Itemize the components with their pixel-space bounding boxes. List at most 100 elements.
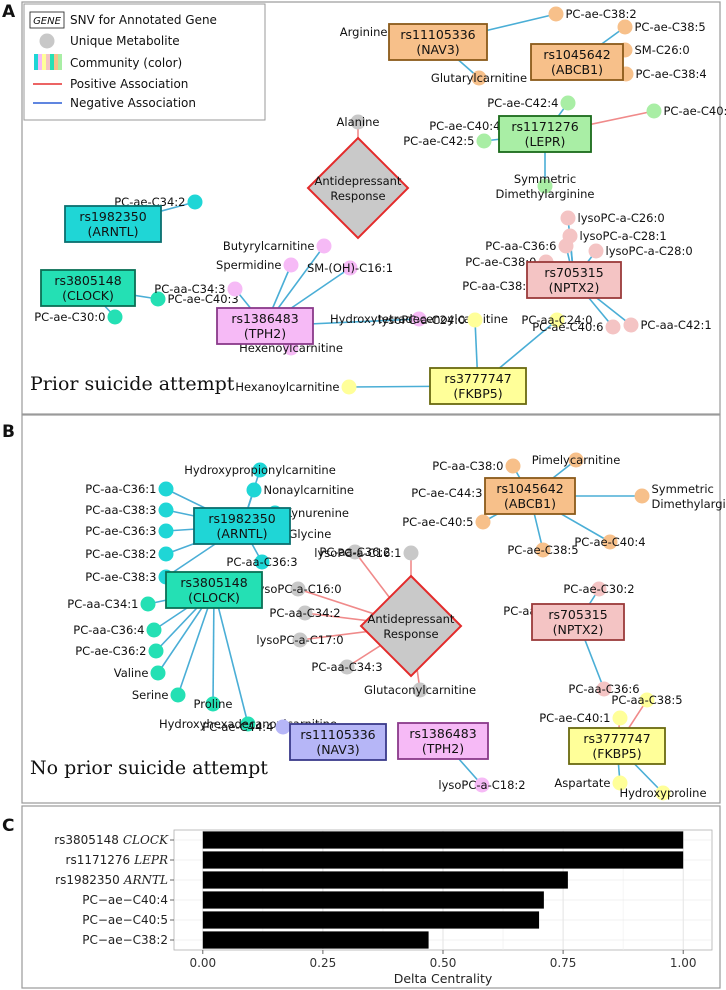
panel-a-caption: Prior suicide attempt xyxy=(30,373,235,395)
bar-4 xyxy=(202,911,540,929)
gene-node-abcb1: rs1045642(ABCB1) xyxy=(530,43,624,81)
metabolite-a2-label: PC-ae-C38:2 xyxy=(566,7,637,21)
metabolite-a25: lysoPC-a-C26:0 xyxy=(560,210,665,226)
gene-node-nav3-gene: (NAV3) xyxy=(416,42,459,57)
panel-b-caption: No prior suicide attempt xyxy=(30,757,268,779)
metabolite-b18: PC-aa-C36:2 xyxy=(319,544,391,560)
metabolite-b28-dot xyxy=(634,488,650,504)
gene-node-abcb1: rs1045642(ABCB1) xyxy=(484,477,576,515)
x-tick-label-4: 1.00 xyxy=(670,956,697,970)
metabolite-b27-label: PC-ae-C44:3 xyxy=(411,486,482,500)
antidepressant-response-line2: Response xyxy=(383,627,438,641)
metabolite-a16-label: Butyrylcarnitine xyxy=(223,239,315,253)
metabolite-a20: Hydroxytetradecenoylcarnitine xyxy=(330,311,508,327)
metabolite-b28-label: Symmetric xyxy=(652,482,714,496)
bar-3 xyxy=(202,891,544,909)
metabolite-b4-dot xyxy=(158,502,174,518)
metabolite-a12-label: Alanine xyxy=(337,115,380,129)
metabolite-a7-label: PC-ae-C42:4 xyxy=(487,96,558,110)
metabolite-a22-label: Hexanoylcarnitine xyxy=(235,380,339,394)
gene-node-lepr: rs1171276(LEPR) xyxy=(498,115,592,153)
panel-a-letter: A xyxy=(2,2,16,22)
metabolite-a30-label: PC-aa-C38:6 xyxy=(462,279,533,293)
metabolite-b2: PC-aa-C36:1 xyxy=(85,481,174,497)
metabolite-b8: PC-ae-C38:2 xyxy=(85,546,174,562)
metabolite-a24: PC-aa-C24:0 xyxy=(521,312,593,328)
gene-node-tph2-snv: rs1386483 xyxy=(231,311,298,326)
metabolite-b13-dot xyxy=(148,643,164,659)
category-gene-1: LEPR xyxy=(133,853,168,867)
metabolite-b1-label: Hydroxypropionylcarnitine xyxy=(184,463,336,477)
metabolite-b25: PC-aa-C38:0 xyxy=(432,458,521,474)
legend-community-text: Community (color) xyxy=(70,56,182,70)
gene-node-nav3-gene: (NAV3) xyxy=(316,742,359,757)
metabolite-b29: PC-ae-C40:5 xyxy=(402,514,491,530)
metabolite-b28-label-line2: Dimethylarginine xyxy=(652,497,726,511)
gene-node-arntl-gene: (ARNTL) xyxy=(217,526,268,541)
metabolite-b5-label: Kynurenine xyxy=(285,506,350,520)
gene-node-abcb1-snv: rs1045642 xyxy=(496,481,563,496)
metabolite-b11-label: PC-aa-C34:1 xyxy=(67,597,138,611)
metabolite-b34-label: PC-aa-C36:6 xyxy=(568,682,639,696)
metabolite-b32: PC-ae-C30:2 xyxy=(563,581,635,597)
metabolite-b6-dot xyxy=(158,523,174,539)
metabolite-b20-dot xyxy=(290,581,306,597)
legend-metabolite-swatch xyxy=(39,33,55,49)
gene-node-fkbp5-gene: (FKBP5) xyxy=(592,746,641,761)
gene-node-arntl-snv: rs1982350 xyxy=(79,209,146,224)
metabolite-b3-label: Nonaylcarnitine xyxy=(264,483,354,497)
metabolite-a10-dot xyxy=(476,133,492,149)
gene-node-tph2-gene: (TPH2) xyxy=(244,326,286,341)
metabolite-a12: Alanine xyxy=(337,114,380,130)
metabolite-b24: Glutaconylcarnitine xyxy=(364,682,476,698)
metabolite-b1: Hydroxypropionylcarnitine xyxy=(184,462,336,478)
metabolite-a3: Glutarylcarnitine xyxy=(431,70,527,86)
metabolite-a22-dot xyxy=(341,379,357,395)
metabolite-b38-label: PC-ae-C40:1 xyxy=(539,711,610,725)
legend-metabolite-text: Unique Metabolite xyxy=(70,34,180,48)
metabolite-a7-dot xyxy=(560,95,576,111)
metabolite-b18-dot xyxy=(347,544,363,560)
gene-node-clock-gene: (CLOCK) xyxy=(62,288,114,303)
x-tick-label-1: 0.25 xyxy=(310,956,337,970)
metabolite-a24-label: PC-aa-C24:0 xyxy=(521,313,592,327)
metabolite-a16-dot xyxy=(316,238,332,254)
gene-node-nptx2: rs705315(NPTX2) xyxy=(531,603,625,641)
metabolite-b20: lysoPC-a-C16:0 xyxy=(254,581,342,597)
metabolite-b26-dot xyxy=(568,452,584,468)
metabolite-a4: PC-ae-C38:5 xyxy=(617,19,706,35)
metabolite-a27-label: lysoPC-a-C28:0 xyxy=(606,244,693,258)
metabolite-b37-dot xyxy=(639,692,655,708)
metabolite-a31-dot xyxy=(605,319,621,335)
metabolite-a31-label: PC-ae-C40:6 xyxy=(532,320,603,334)
metabolite-a19-dot xyxy=(227,281,243,297)
metabolite-b25-dot xyxy=(505,458,521,474)
metabolite-b7-label: Glycine xyxy=(289,527,332,541)
metabolite-b36: lysoPC-a-C18:2 xyxy=(438,777,526,793)
x-tick-label-3: 0.75 xyxy=(550,956,577,970)
metabolite-b31-label: PC-ae-C40:4 xyxy=(574,535,645,549)
category-gene-2: ARNTL xyxy=(123,873,168,887)
metabolite-a18-dot xyxy=(342,260,358,276)
metabolite-b39: Aspartate xyxy=(554,775,628,791)
antidepressant-response-line2: Response xyxy=(330,189,385,203)
category-snv-4: PC−ae−C40:5 xyxy=(82,913,168,927)
gene-node-arntl-box xyxy=(193,507,291,545)
metabolite-a15: PC-ae-C30:0 xyxy=(34,309,123,325)
gene-node-fkbp5-snv: rs3777747 xyxy=(583,731,650,746)
metabolite-b30-dot xyxy=(535,542,551,558)
metabolite-a1-label: Arginine xyxy=(340,25,388,39)
metabolite-b6: PC-ae-C36:3 xyxy=(85,523,174,539)
metabolite-b19-label: lysoPC-a-C16:1 xyxy=(314,546,401,560)
gene-node-fkbp5: rs3777747(FKBP5) xyxy=(568,727,666,765)
gene-node-tph2-box xyxy=(397,722,489,760)
metabolite-b21-label: PC-aa-C34:2 xyxy=(269,606,340,620)
metabolite-a3-dot xyxy=(471,70,487,86)
metabolite-b37-label: PC-aa-C38:5 xyxy=(611,693,682,707)
metabolite-a28-dot xyxy=(558,238,574,254)
metabolite-b40-label: Hydroxyproline xyxy=(619,786,706,800)
